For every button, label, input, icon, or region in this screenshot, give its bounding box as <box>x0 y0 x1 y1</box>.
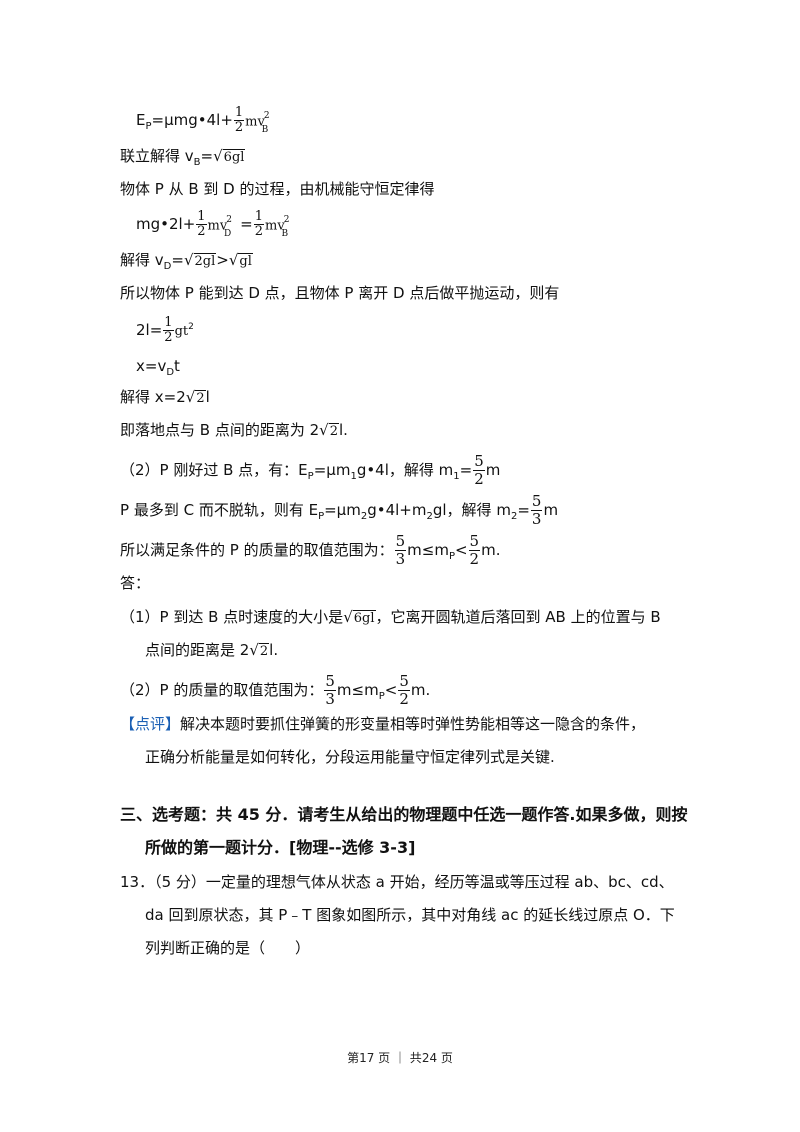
equation-horizontal: x=vDt <box>136 357 180 378</box>
page-total: 24 <box>421 1051 438 1065</box>
question-13-line3: 列判断正确的是（ ） <box>145 939 311 957</box>
text-process-b-to-d: 物体 P 从 B 到 D 的过程，由机械能守恒定律得 <box>120 180 435 198</box>
page-number: 17 <box>359 1051 375 1065</box>
answer-1-line2: 点间的距离是 2√2l. <box>145 641 279 659</box>
solve-vb: 联立解得 vB=√6gl <box>120 147 246 168</box>
comment-line2: 正确分析能量是如何转化，分段运用能量守恒定律列式是关键. <box>145 748 555 766</box>
solve-x: 解得 x=2√2l <box>120 388 210 406</box>
section-title-line2: 所做的第一题计分．[物理--选修 3-3] <box>145 838 416 857</box>
text-projectile: 所以物体 P 能到达 D 点，且物体 P 离开 D 点后做平抛运动，则有 <box>120 284 560 302</box>
section-title-line1: 三、选考题：共 45 分．请考生从给出的物理题中任选一题作答.如果多做，则按 <box>120 805 688 824</box>
page-footer: 第17 页 ｜ 共24 页 <box>347 1051 453 1065</box>
comment-tag: 【点评】 <box>120 715 181 733</box>
answer-label: 答： <box>120 574 151 592</box>
comment-line1: 【点评】解决本题时要抓住弹簧的形变量相等时弹性势能相等这一隐含的条件， <box>120 715 646 733</box>
solve-vd: 解得 vD=√2gl>√gl <box>120 251 253 272</box>
question-13-line2: da 回到原状态，其 P﹣T 图象如图所示，其中对角线 ac 的延长线过原点 O… <box>145 906 675 924</box>
text-distance: 即落地点与 B 点间的距离为 2√2l. <box>120 421 348 439</box>
question-13-line1: 13．（5 分）一定量的理想气体从状态 a 开始，经历等温或等压过程 ab、bc… <box>120 873 674 891</box>
answer-1-line1: （1）P 到达 B 点时速度的大小是√6gl，它离开圆轨道后落回到 AB 上的位… <box>120 608 661 626</box>
